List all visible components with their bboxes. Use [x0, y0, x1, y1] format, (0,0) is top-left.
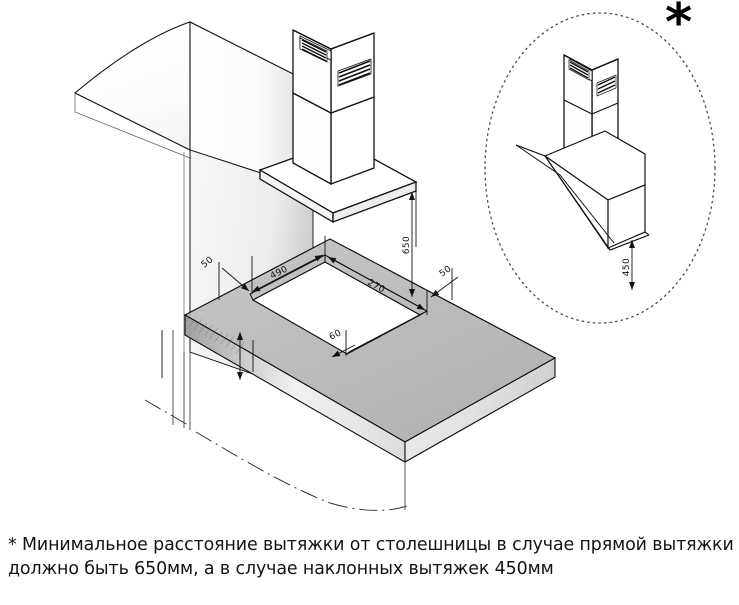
inset-chimney-top-edge	[563, 54, 619, 71]
dim-front-gap: 60	[328, 328, 356, 358]
countertop-section-hatch	[182, 312, 246, 355]
inset-canopy-inner-lip	[515, 144, 615, 244]
countertop-front-right-edge	[404, 357, 556, 463]
inset-vent-left	[568, 59, 590, 81]
inset-view-group: * 4	[484, 0, 716, 324]
asterisk-marker: *	[665, 0, 692, 53]
chimney-vent-right	[337, 58, 372, 87]
main-view-group: 50 490 270 50 60 650	[74, 21, 557, 511]
hob-cutout-rim-connectors	[249, 255, 428, 355]
wall-underside-edge	[74, 93, 191, 159]
dim-hood-height-label: 650	[402, 236, 412, 254]
inset-angled-canopy	[515, 130, 650, 251]
inset-vent-right	[596, 74, 617, 97]
dim-front-gap-label: 60	[328, 328, 343, 342]
dim-right-gap-label: 50	[438, 264, 454, 279]
dim-right-gap: 50	[430, 264, 459, 298]
dim-hood-height: 650	[402, 192, 415, 297]
dim-angled-hood-height-label: 450	[622, 258, 632, 276]
dim-angled-hood-height: 450	[622, 240, 635, 290]
hidden-cabinet-outline	[144, 399, 411, 511]
inset-chimney-joint	[563, 99, 619, 115]
chimney-top-opening-edge	[292, 29, 375, 50]
figure-caption: * Минимальное расстояние вытяжки от стол…	[8, 535, 734, 579]
inset-canopy-top	[543, 130, 646, 201]
inset-canopy-lip-join	[644, 231, 650, 236]
chimney-vent-left	[299, 37, 328, 63]
hood-chimney	[292, 28, 375, 186]
inset-dotted-ellipse	[484, 12, 716, 324]
cabinet-vertical-edges	[172, 330, 406, 510]
